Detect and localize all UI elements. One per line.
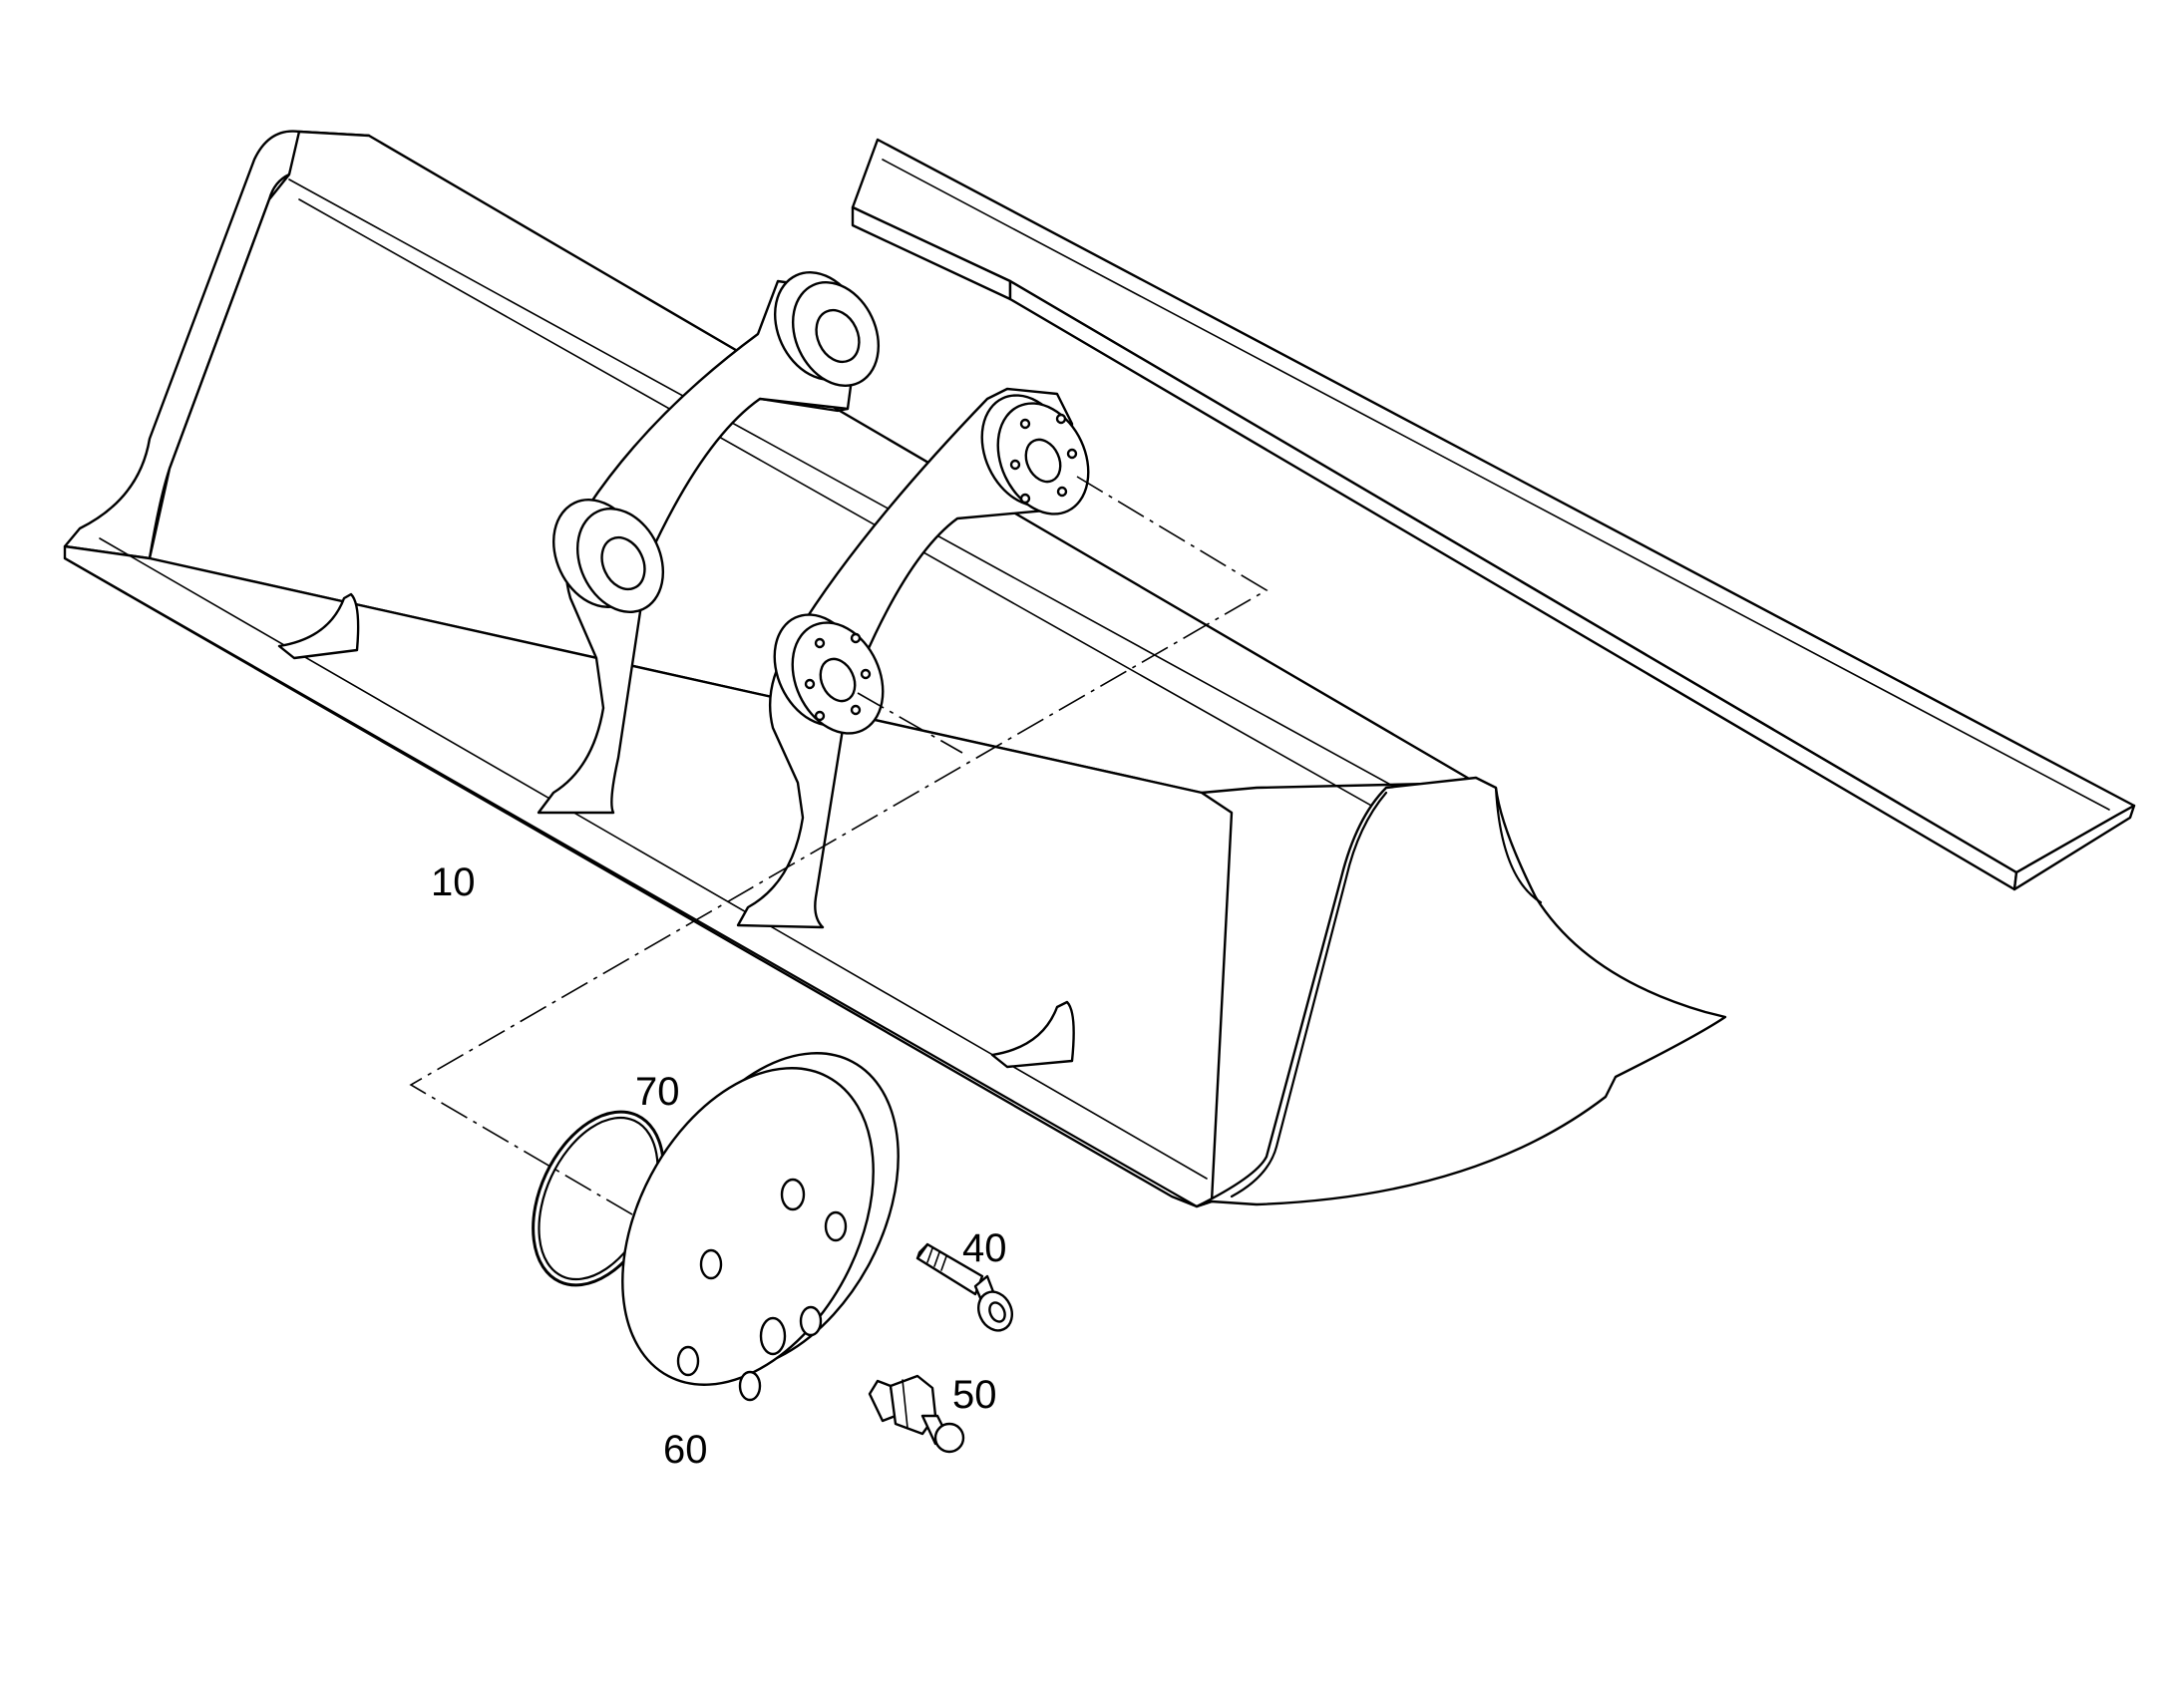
cutting-edge-plate <box>851 138 2136 891</box>
cover-plate-part-label: 60 <box>663 1428 708 1472</box>
right-arm-upper-flange <box>980 394 1090 515</box>
grease-fitting-part-label: 50 <box>952 1373 997 1417</box>
left-arm-upper-pin-boss <box>773 271 881 387</box>
o-ring-part-label: 70 <box>635 1070 680 1114</box>
left-arm-lower-pin-boss <box>551 499 665 613</box>
grease-fitting <box>868 1374 965 1454</box>
bucket-part-label: 10 <box>431 860 476 904</box>
bolt-part-label: 40 <box>962 1226 1007 1270</box>
bucket-body <box>63 130 1727 1208</box>
right-arm-lower-flange <box>773 613 885 735</box>
assembly-centerlines <box>409 476 1269 1235</box>
left-mounting-arm <box>537 271 881 815</box>
bolt <box>915 1242 1013 1332</box>
right-mounting-arm <box>736 387 1090 929</box>
cover-plate <box>621 1052 900 1402</box>
